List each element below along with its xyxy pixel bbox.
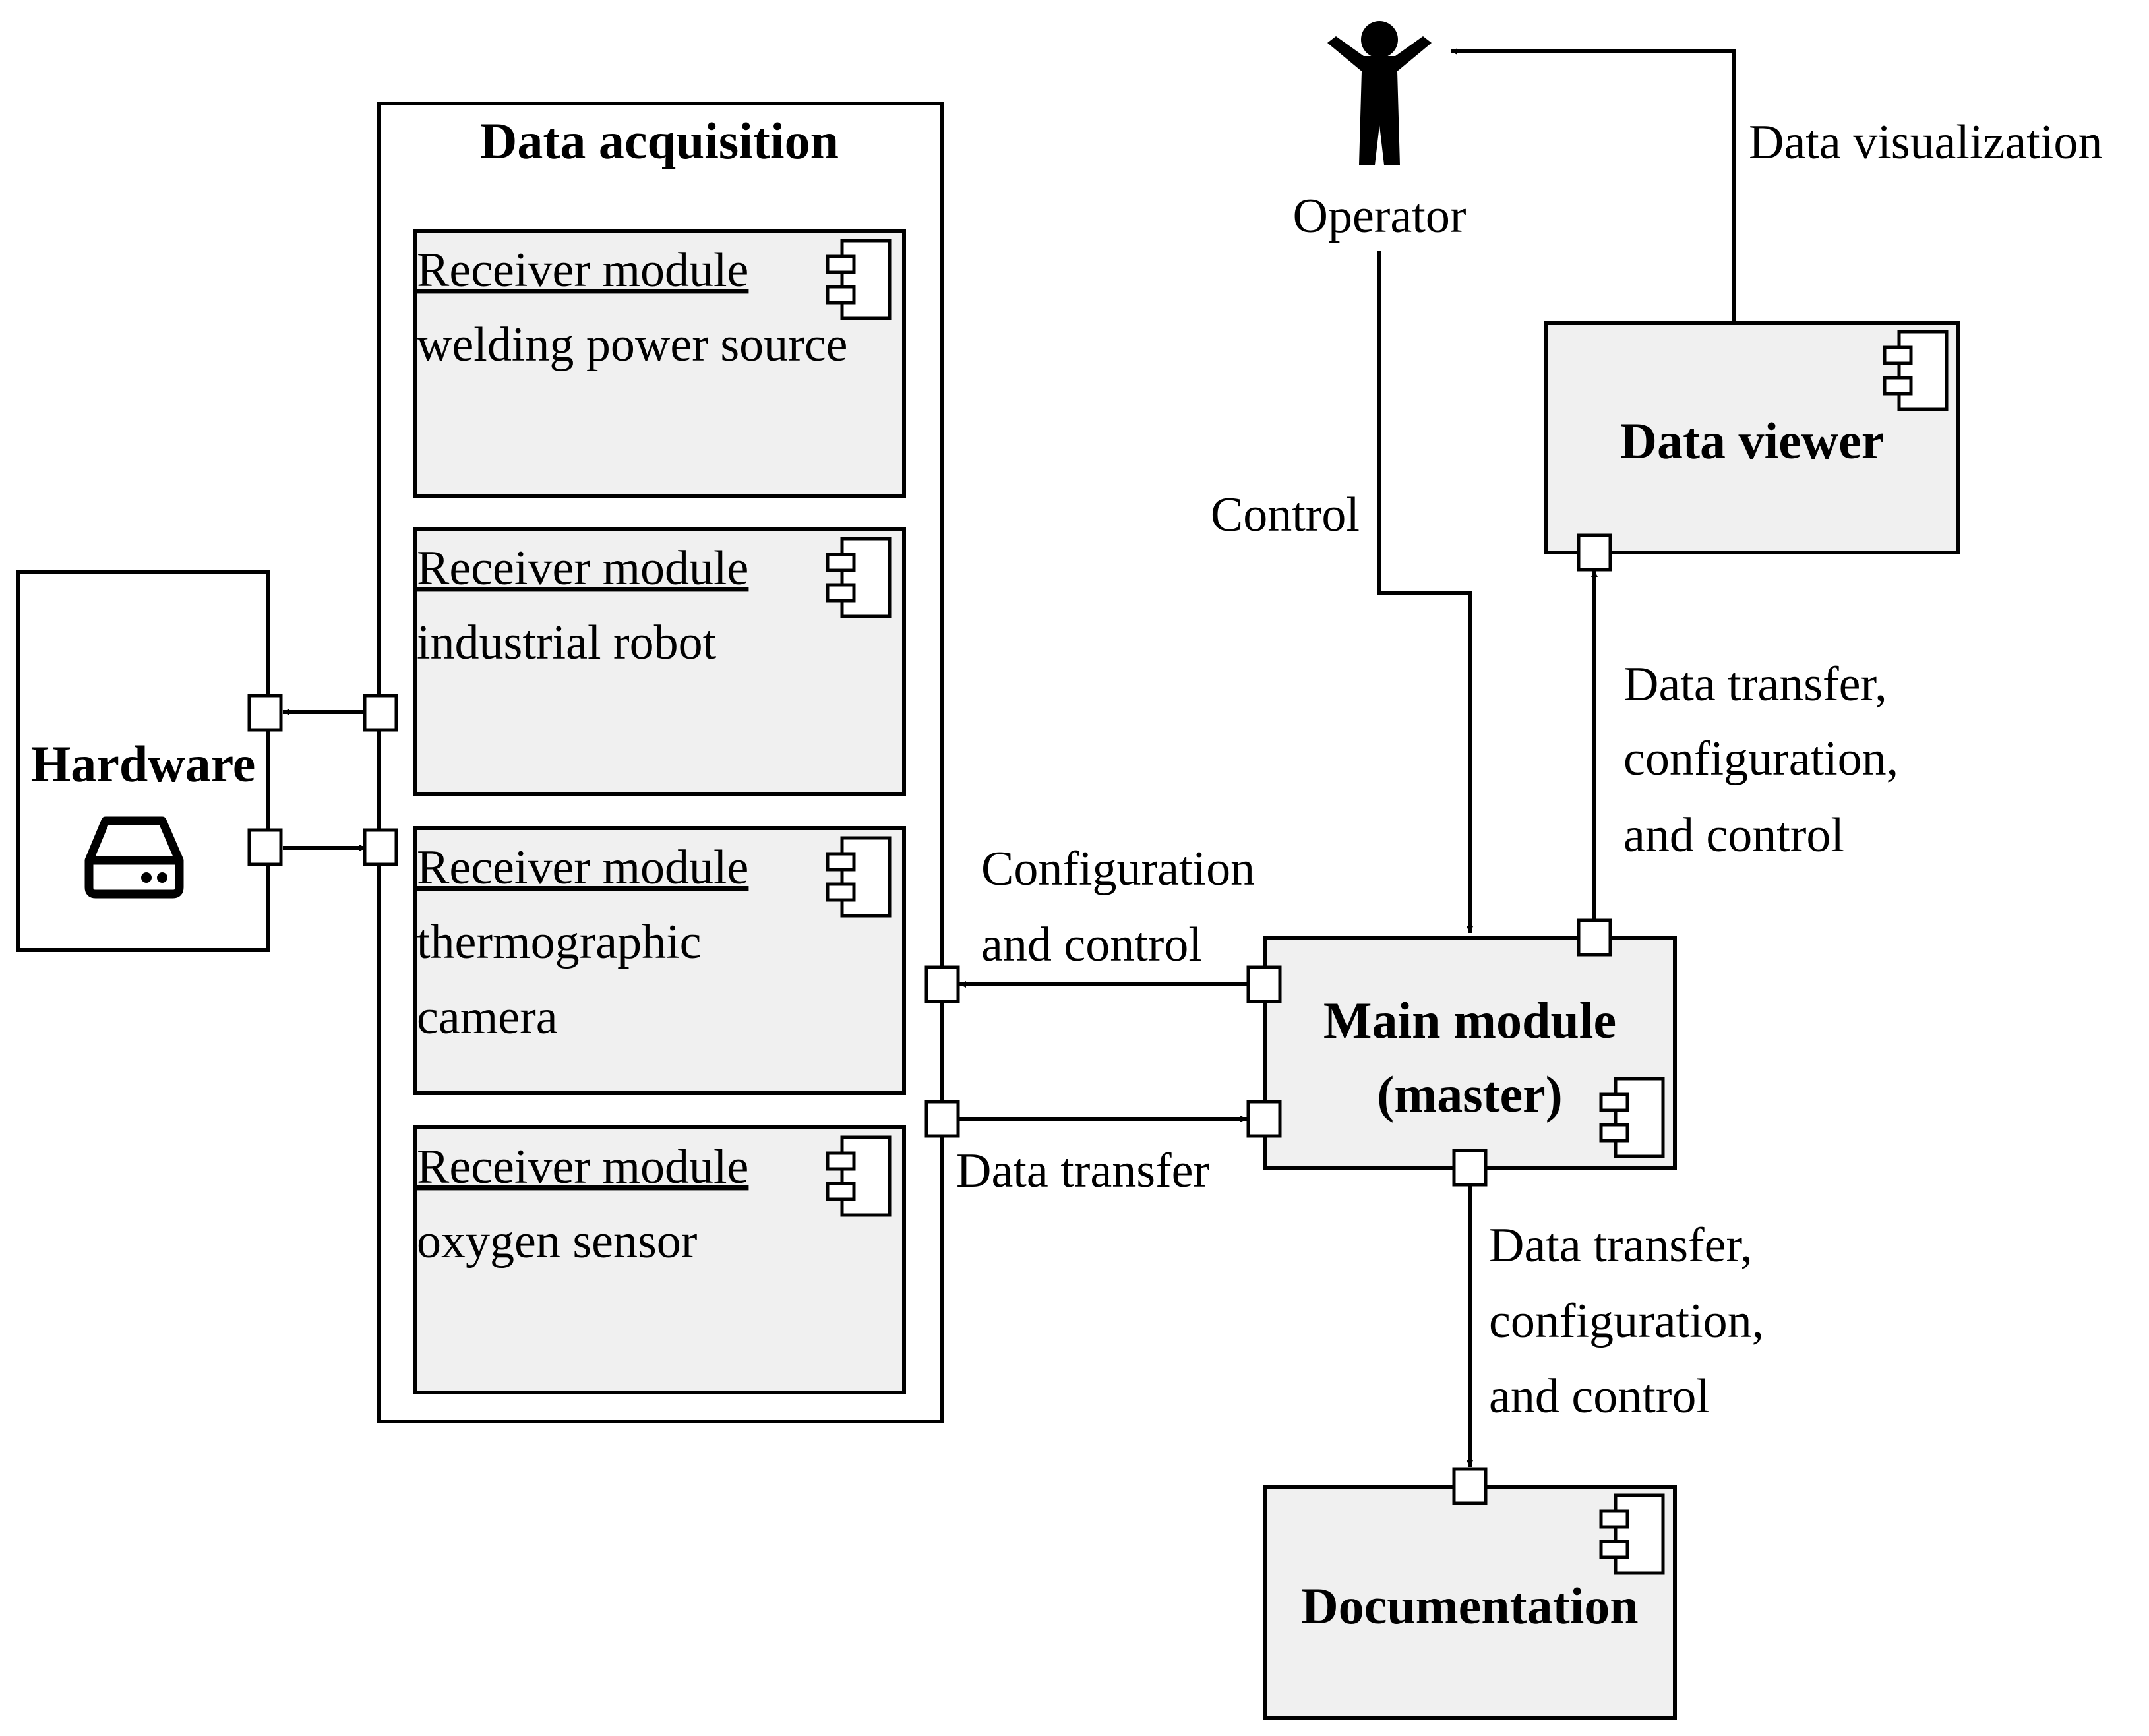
receiver-module-thermographic-camera[interactable]: Receiver module thermographic camera xyxy=(413,826,906,1095)
port xyxy=(363,694,398,732)
port xyxy=(363,828,398,866)
person-icon xyxy=(1327,21,1432,165)
receiver-module-heading: Receiver module xyxy=(417,243,748,297)
port xyxy=(247,828,283,866)
receiver-module-description: oxygen sensor xyxy=(417,1214,697,1269)
doc-link-label-line2: configuration, xyxy=(1489,1294,1764,1348)
hardware-title: Hardware xyxy=(31,735,256,793)
operator[interactable]: Operator xyxy=(1293,21,1467,243)
receiver-module-welding-power-source[interactable]: Receiver module welding power source xyxy=(413,229,906,498)
operator-label: Operator xyxy=(1293,189,1467,243)
doc-link-label-line3: and control xyxy=(1489,1369,1710,1423)
control-label: Control xyxy=(1211,488,1360,542)
config-control-label-line1: Configuration xyxy=(981,842,1255,896)
receiver-module-description: welding power source xyxy=(417,318,847,372)
hardware-connectors xyxy=(247,694,398,866)
port xyxy=(924,965,960,1003)
documentation-title: Documentation xyxy=(1301,1577,1638,1634)
port xyxy=(1577,918,1612,957)
receiver-module-heading: Receiver module xyxy=(417,541,748,595)
hard-drive-icon xyxy=(84,816,184,899)
data-visualization-connector xyxy=(1451,48,1736,323)
port xyxy=(1452,1467,1488,1505)
doc-link-label-line1: Data transfer, xyxy=(1489,1218,1753,1272)
port xyxy=(247,694,283,732)
receiver-module-description-line1: thermographic xyxy=(417,915,702,969)
config-control-label-line2: and control xyxy=(981,918,1202,972)
receiver-module-heading: Receiver module xyxy=(417,1140,748,1194)
port xyxy=(1246,1100,1282,1138)
port xyxy=(924,1100,960,1138)
documentation-box[interactable]: Documentation xyxy=(1263,1485,1677,1720)
viewer-link-label-line1: Data transfer, xyxy=(1623,657,1887,711)
data-viewer-title: Data viewer xyxy=(1620,412,1885,469)
receiver-module-description: industrial robot xyxy=(417,616,717,670)
data-transfer-label: Data transfer xyxy=(956,1144,1209,1198)
receiver-module-heading: Receiver module xyxy=(417,841,748,895)
receiver-module-description-line2: camera xyxy=(417,990,558,1044)
data-visualization-label: Data visualization xyxy=(1749,115,2102,169)
viewer-link-label-line2: configuration, xyxy=(1623,732,1898,786)
data-acquisition-title: Data acquisition xyxy=(480,112,839,169)
port xyxy=(1452,1149,1488,1187)
main-module-box[interactable]: Main module (master) xyxy=(1263,936,1677,1170)
receiver-module-industrial-robot[interactable]: Receiver module industrial robot xyxy=(413,527,906,796)
data-viewer-box[interactable]: Data viewer xyxy=(1544,321,1960,554)
receiver-module-oxygen-sensor[interactable]: Receiver module oxygen sensor xyxy=(413,1125,906,1394)
port xyxy=(1577,533,1612,572)
viewer-link-label-line3: and control xyxy=(1623,808,1844,862)
port xyxy=(1246,965,1282,1003)
hardware-box[interactable]: Hardware xyxy=(16,570,270,952)
main-module-title-line1: Main module xyxy=(1323,992,1616,1049)
main-module-title-line2: (master) xyxy=(1377,1065,1563,1123)
control-connector xyxy=(1377,251,1473,933)
